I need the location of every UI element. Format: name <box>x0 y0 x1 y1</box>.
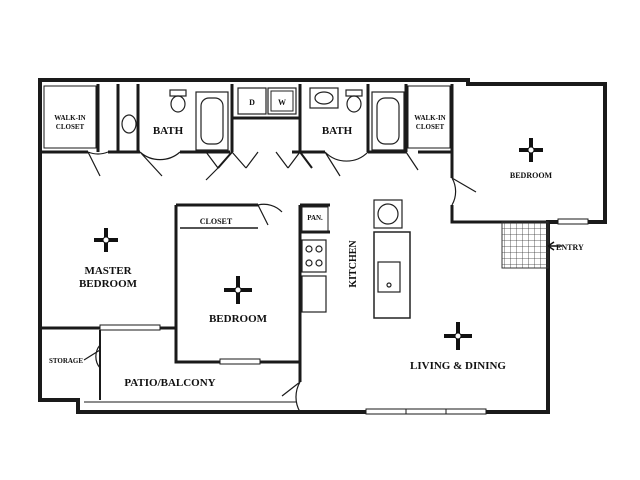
door-swing-icon <box>83 344 101 369</box>
walk-in-closet-label: CLOSET <box>56 123 85 131</box>
washer-label: W <box>278 98 286 107</box>
ceiling-fan-icon <box>519 138 543 162</box>
patio-balcony: PATIO/BALCONY <box>84 377 296 403</box>
kitchen-label: KITCHEN <box>348 240 359 288</box>
bath-left: BATH <box>121 89 229 151</box>
window-icon <box>445 408 487 415</box>
door-swing-icon <box>275 151 301 169</box>
door-swing-icon <box>324 151 369 177</box>
bathtub-icon <box>371 91 405 151</box>
window-icon <box>99 324 161 331</box>
storage-label: STORAGE <box>49 357 83 365</box>
door-swing-icon <box>451 177 477 206</box>
bedroom-right: BEDROOM <box>510 138 553 180</box>
ceiling-fan-icon <box>94 228 118 252</box>
island <box>373 231 411 319</box>
dryer-label: D <box>249 98 255 107</box>
bath-label: BATH <box>153 125 184 137</box>
toilet-icon <box>345 89 363 113</box>
entry: ENTRY <box>501 221 584 269</box>
refrigerator-icon <box>373 199 403 229</box>
door-swing-icon <box>139 151 181 177</box>
bedroom-center: CLOSET BEDROOM <box>200 217 268 325</box>
stove-icon <box>301 239 327 273</box>
ceiling-fan-icon <box>444 322 472 350</box>
door-swing-icon <box>281 381 301 413</box>
entry-arrow-icon <box>547 241 562 251</box>
master-bedroom-label: BEDROOM <box>79 278 138 290</box>
pantry-label: PAN. <box>307 214 323 222</box>
master-bedroom: MASTER BEDROOM <box>79 228 138 290</box>
closet-label: CLOSET <box>200 217 233 226</box>
window-icon <box>557 218 589 225</box>
door-swing-icon <box>231 151 259 169</box>
bathtub-icon <box>195 91 229 151</box>
doors <box>83 151 477 413</box>
sink-icon <box>121 114 137 134</box>
bath-right: BATH <box>309 87 405 151</box>
walk-in-closet-label: CLOSET <box>416 123 445 131</box>
walk-in-closet-label: WALK-IN <box>54 114 86 122</box>
living-dining: LIVING & DINING <box>410 322 506 372</box>
kitchen: PAN. KITCHEN <box>301 199 411 319</box>
bedroom-label: BEDROOM <box>209 313 268 325</box>
door-swing-icon <box>87 151 109 177</box>
window-icon <box>405 408 447 415</box>
door-swing-icon <box>257 203 283 226</box>
windows <box>99 218 589 415</box>
window-icon <box>365 408 407 415</box>
storage: STORAGE <box>49 357 83 365</box>
door-swing-icon <box>205 151 219 181</box>
counter <box>301 275 327 313</box>
master-bedroom-label: MASTER <box>84 265 132 277</box>
door-swing-icon <box>405 151 419 171</box>
sink-icon <box>377 261 401 293</box>
living-dining-label: LIVING & DINING <box>410 360 506 372</box>
bath-label: BATH <box>322 125 353 137</box>
walk-in-closet-right: WALK-IN CLOSET <box>407 85 451 149</box>
walk-in-closet-left: WALK-IN CLOSET <box>43 85 97 149</box>
toilet-icon <box>169 89 187 113</box>
window-icon <box>219 358 261 365</box>
entry-tile <box>501 221 549 269</box>
entry-label: ENTRY <box>556 243 584 252</box>
laundry: D W <box>237 87 297 115</box>
ceiling-fan-icon <box>224 276 252 304</box>
patio-balcony-label: PATIO/BALCONY <box>124 377 215 389</box>
sink-icon <box>309 87 339 109</box>
bedroom-label: BEDROOM <box>510 171 553 180</box>
walk-in-closet-label: WALK-IN <box>414 114 446 122</box>
